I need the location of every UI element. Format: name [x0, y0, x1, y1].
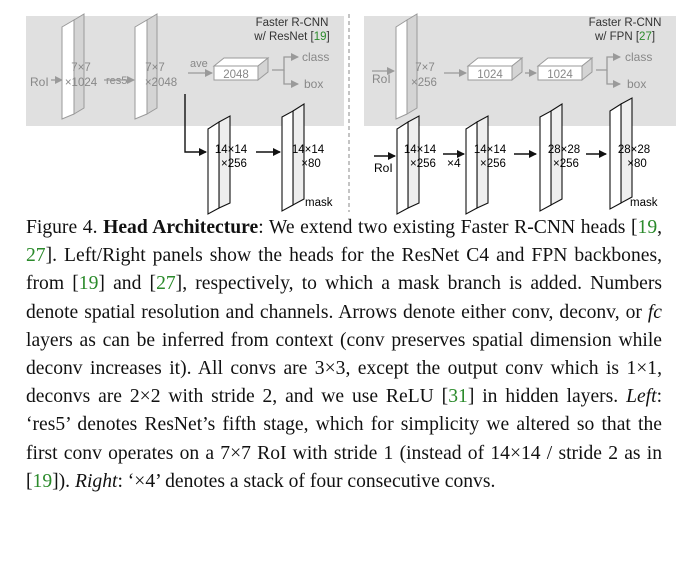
left-class-label: class — [302, 50, 329, 64]
svg-text:1024: 1024 — [477, 69, 503, 81]
right-mask-block-28x28x256: 28×28 ×256 — [539, 102, 580, 212]
caption-text: , — [657, 217, 663, 238]
svg-text:28×28: 28×28 — [548, 144, 580, 156]
right-arrow-class — [596, 53, 621, 71]
figure-number: Figure 4. — [26, 217, 98, 238]
left-arrow-box — [283, 70, 299, 88]
citation-31[interactable]: 31 — [448, 386, 468, 408]
svg-text:×80: ×80 — [301, 158, 321, 170]
caption-left-word: Left — [626, 386, 657, 408]
svg-text:×256: ×256 — [410, 158, 436, 170]
left-title-line2: w/ ResNet [19] — [253, 31, 329, 43]
svg-text:14×14: 14×14 — [292, 144, 325, 156]
svg-text:×256: ×256 — [411, 77, 437, 89]
caption-text: layers as can be inferred from context (… — [26, 329, 662, 380]
right-class-label: class — [625, 50, 652, 64]
citation-27[interactable]: 27 — [26, 245, 46, 267]
caption-text: / stride 2 as in [ — [26, 442, 662, 492]
svg-text:7×7: 7×7 — [415, 62, 435, 74]
caption-text: ], respectively, to which a mask branch … — [26, 273, 662, 323]
left-mask-block-14x14x80: 14×14 ×80 — [281, 102, 325, 212]
svg-text:7×7: 7×7 — [145, 62, 165, 74]
right-box-label: box — [627, 77, 646, 91]
caption-text: : ‘res5’ denotes ResNet’s fifth stage, w… — [26, 386, 663, 464]
svg-text:×256: ×256 — [221, 158, 247, 170]
figure-caption: Figure 4. Head Architecture: We extend t… — [26, 214, 662, 496]
left-box-label: box — [304, 77, 323, 91]
caption-title: Head Architecture — [103, 217, 259, 238]
res5-label: res5 — [106, 75, 127, 87]
svg-text:×2048: ×2048 — [145, 77, 177, 89]
caption-dim: 1×1 — [626, 358, 658, 380]
svg-text:14×14: 14×14 — [215, 144, 248, 156]
caption-text: : ‘×4’ denotes a stack of four consecuti… — [117, 470, 496, 492]
svg-text:14×14: 14×14 — [404, 144, 437, 156]
caption-text: , deconvs are — [26, 358, 662, 408]
svg-text:×80: ×80 — [627, 158, 647, 170]
svg-text:7×7: 7×7 — [71, 62, 91, 74]
caption-paragraph: Figure 4. Head Architecture: We extend t… — [26, 214, 662, 496]
right-fc2-1024: 1024 — [536, 56, 594, 82]
caption-right-word: Right — [74, 470, 118, 492]
svg-text:×1024: ×1024 — [65, 77, 98, 89]
left-roi-label: RoI — [30, 75, 49, 89]
citation-19[interactable]: 19 — [78, 273, 99, 295]
right-roi-top-label: RoI — [372, 72, 391, 86]
left-block-7x7x1024: 7×7 ×1024 — [61, 13, 98, 120]
caption-fc: fc — [647, 301, 662, 323]
right-roi-bottom-label: RoI — [374, 161, 393, 175]
right-title-line1: Faster R-CNN — [589, 17, 662, 29]
svg-text:2048: 2048 — [223, 69, 249, 81]
caption-text: ]). — [52, 470, 75, 492]
caption-text: : We extend two existing Faster R-CNN he… — [258, 217, 638, 238]
caption-dim: 7×7 — [220, 442, 251, 464]
caption-text: RoI with stride 1 (instead of — [250, 442, 491, 464]
caption-dim: 2×2 — [129, 386, 161, 408]
right-mask-block-14x14x256-b: 14×14 ×256 — [465, 115, 507, 215]
caption-text: , except the output conv which is — [345, 358, 627, 380]
svg-text:1024: 1024 — [547, 69, 573, 81]
right-fc1-1024: 1024 — [466, 56, 524, 82]
left-mask-label: mask — [305, 197, 333, 209]
right-arrow-box — [606, 70, 621, 88]
left-title-line1: Faster R-CNN — [256, 17, 329, 29]
citation-27[interactable]: 27 — [156, 273, 176, 295]
right-mask-label: mask — [630, 197, 658, 209]
right-title-line2: w/ FPN [27] — [594, 31, 655, 43]
caption-dim: 3×3 — [314, 358, 346, 380]
left-fc-2048: 2048 — [212, 56, 270, 82]
svg-text:28×28: 28×28 — [618, 144, 650, 156]
head-architecture-figure: Faster R-CNN w/ ResNet [19] RoI 7×7 ×102… — [0, 0, 696, 215]
caption-text: with stride 2, and we use ReLU [ — [160, 386, 449, 408]
right-mask-block-28x28x80: 28×28 ×80 — [609, 97, 650, 210]
left-arrow-class — [272, 53, 299, 71]
times-four-label: ×4 — [447, 156, 461, 170]
caption-text: ] in hidden layers. — [467, 386, 627, 408]
citation-19[interactable]: 19 — [32, 470, 53, 492]
svg-text:×256: ×256 — [480, 158, 506, 170]
ave-label: ave — [190, 58, 208, 70]
left-mask-block-14x14x256: 14×14 ×256 — [207, 115, 248, 215]
svg-text:14×14: 14×14 — [474, 144, 507, 156]
left-block-7x7x2048: 7×7 ×2048 — [134, 13, 177, 120]
caption-text: ]. Left/Right panels show the heads for … — [26, 245, 662, 295]
caption-dim: 14×14 — [490, 442, 541, 464]
left-arrow-mask-branch — [184, 94, 207, 156]
svg-text:×256: ×256 — [553, 158, 579, 170]
right-mask-block-14x14x256-a: 14×14 ×256 — [396, 115, 437, 215]
caption-text: ] and [ — [98, 273, 157, 295]
right-block-7x7x256: 7×7 ×256 — [395, 13, 437, 120]
citation-19[interactable]: 19 — [637, 217, 658, 238]
